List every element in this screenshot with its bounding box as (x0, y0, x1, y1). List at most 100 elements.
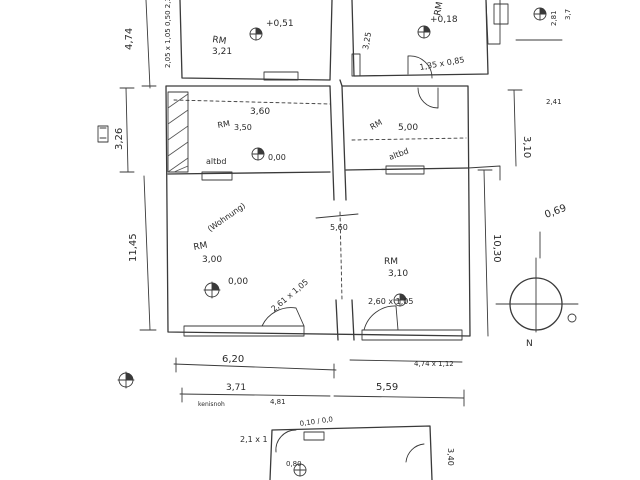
door-bottom-room (275, 429, 297, 453)
wall-center-lower (335, 299, 355, 341)
window-top-left (263, 71, 299, 81)
room-label-top-left: RM (212, 35, 227, 47)
room-label-big-left: RM (193, 241, 209, 253)
dim-label-top-right-small2: 2,81 (550, 10, 558, 26)
dim-label-left-top: 4,74 (124, 28, 135, 50)
door-mid-right (417, 87, 439, 109)
walls (165, 0, 501, 480)
dashed-line-mid-right (351, 137, 467, 141)
hatch-box (167, 91, 189, 173)
dim-label-right-note: 2,41 (546, 98, 562, 106)
dim-label-bottom-right: 5,59 (376, 382, 398, 393)
dim-label-bottom-left-sub2: 4,81 (270, 398, 286, 406)
room-level-mid-left: 0,00 (268, 153, 286, 162)
openings (183, 3, 509, 441)
dim-label-bottom-left: 6,20 (222, 354, 244, 365)
wall-main-outline (165, 79, 471, 337)
dim-label-left-mid: 3,26 (114, 128, 125, 150)
door-swings (261, 55, 439, 463)
room-label-mid-right: RM (369, 118, 384, 132)
window-top-right-small (493, 3, 509, 25)
wall-center-upper (329, 85, 347, 201)
window-mid-right (385, 165, 425, 175)
room-note-big-left: (Wohnung) (206, 201, 247, 234)
room-label-top-right: RM (433, 1, 445, 17)
dim-label-left-upper-small: 2,05 x 1,05 0,50 2,31 (164, 0, 172, 68)
dim-label-bottom-small: 2,1 x 1 (240, 435, 268, 444)
north-symbol (495, 231, 579, 333)
dim-right-mid (507, 89, 523, 167)
wall-bottom-room (269, 425, 433, 480)
hatch-lines (167, 93, 189, 173)
window-bottom-room (303, 431, 325, 441)
level-marker-top-right (417, 25, 431, 39)
dim-left-mid (119, 87, 135, 173)
dimension-lines (119, 0, 563, 407)
dim-bottom-left-sub (179, 387, 331, 403)
dim-label-bottom-small2: 0,10 / 0,0 (299, 415, 333, 428)
door-bottom-room-right (405, 443, 425, 463)
room-label-big-right: RM (384, 257, 398, 267)
dim-bottom-left (173, 357, 337, 379)
window-top-right (351, 53, 361, 77)
dimension-labels: 4,74 2,05 x 1,05 0,50 2,31 3,26 11,45 3,… (114, 0, 572, 468)
dim-label-bottom-left-sub: 3,71 (226, 383, 246, 393)
north-crosshair (495, 257, 579, 333)
wall-right-wing (467, 165, 501, 181)
wall-top-right-small (485, 0, 501, 45)
room-height-big-left: 3,00 (202, 255, 222, 265)
room-height-mid-left: 3,50 (234, 123, 252, 132)
dim-label-bottom-small3: 3,40 (446, 448, 455, 466)
dim-left-low (139, 175, 157, 331)
dim-left-top (141, 0, 157, 89)
level-marker-top-far-right (533, 7, 547, 21)
window-mid-left (201, 171, 233, 181)
level-marker-mid-left (251, 147, 265, 161)
device-lines (99, 127, 107, 139)
dim-bottom-right (333, 389, 465, 407)
wall-top-left-room (179, 0, 333, 81)
room-height-top-right: 3,25 (361, 31, 373, 50)
level-marker-far-left (117, 371, 135, 389)
wall-hatching (167, 91, 189, 173)
dim-right-low (477, 169, 493, 337)
door-big-left (261, 307, 305, 327)
room-height-big-right: 3,10 (388, 269, 408, 279)
room-width-mid-left: 3,60 (250, 107, 270, 117)
level-marker-big-right (393, 293, 407, 307)
dim-label-north-value: 0,69 (543, 203, 568, 221)
dim-bottom-right-sub (349, 359, 463, 363)
bracket-text: kenisnoh (198, 401, 225, 408)
dim-label-bottom-right-sub: 4,74 x 1,12 (414, 360, 454, 368)
dim-label-top-right-door: 1,35 x 0,85 (419, 55, 465, 72)
level-marker-big-left (203, 281, 221, 299)
level-marker-top-left (249, 27, 263, 41)
wall-top-right-room (351, 0, 489, 77)
room-level-top-left: +0,51 (266, 19, 294, 29)
dim-label-center-wall: 5,60 (330, 223, 348, 232)
room-height-top-left: 3,21 (212, 47, 232, 57)
north-letter: N (526, 339, 533, 349)
door-label-mid-right: altbd (388, 146, 410, 161)
room-label-mid-left: RM (217, 119, 231, 130)
door-top-right (407, 55, 433, 79)
dashed-line-center (339, 211, 343, 301)
room-level-big-left: 0,00 (228, 277, 248, 287)
dim-center-wall (315, 213, 359, 219)
dim-label-right-low: 10,30 (491, 234, 502, 263)
level-marker-bottom-room (293, 463, 307, 477)
device-sketch (97, 125, 109, 143)
dim-label-top-right-small: 3,7 (564, 9, 572, 20)
dim-label-left-low: 11,45 (128, 233, 139, 262)
door-label-mid-left: altbd (206, 157, 226, 166)
wall-horizontal-divider (167, 167, 469, 175)
room-width-mid-right: 5,00 (398, 123, 418, 133)
north-small-circle (567, 313, 577, 323)
room-level-top-right: +0,18 (430, 15, 458, 25)
device-body (97, 125, 109, 143)
door-label-big-left: 2,61 x 1,05 (270, 277, 311, 313)
level-markers (117, 7, 547, 477)
door-label-big-right: 2,60 x 1,05 (368, 297, 413, 306)
dashed-line-mid-left (173, 99, 331, 105)
